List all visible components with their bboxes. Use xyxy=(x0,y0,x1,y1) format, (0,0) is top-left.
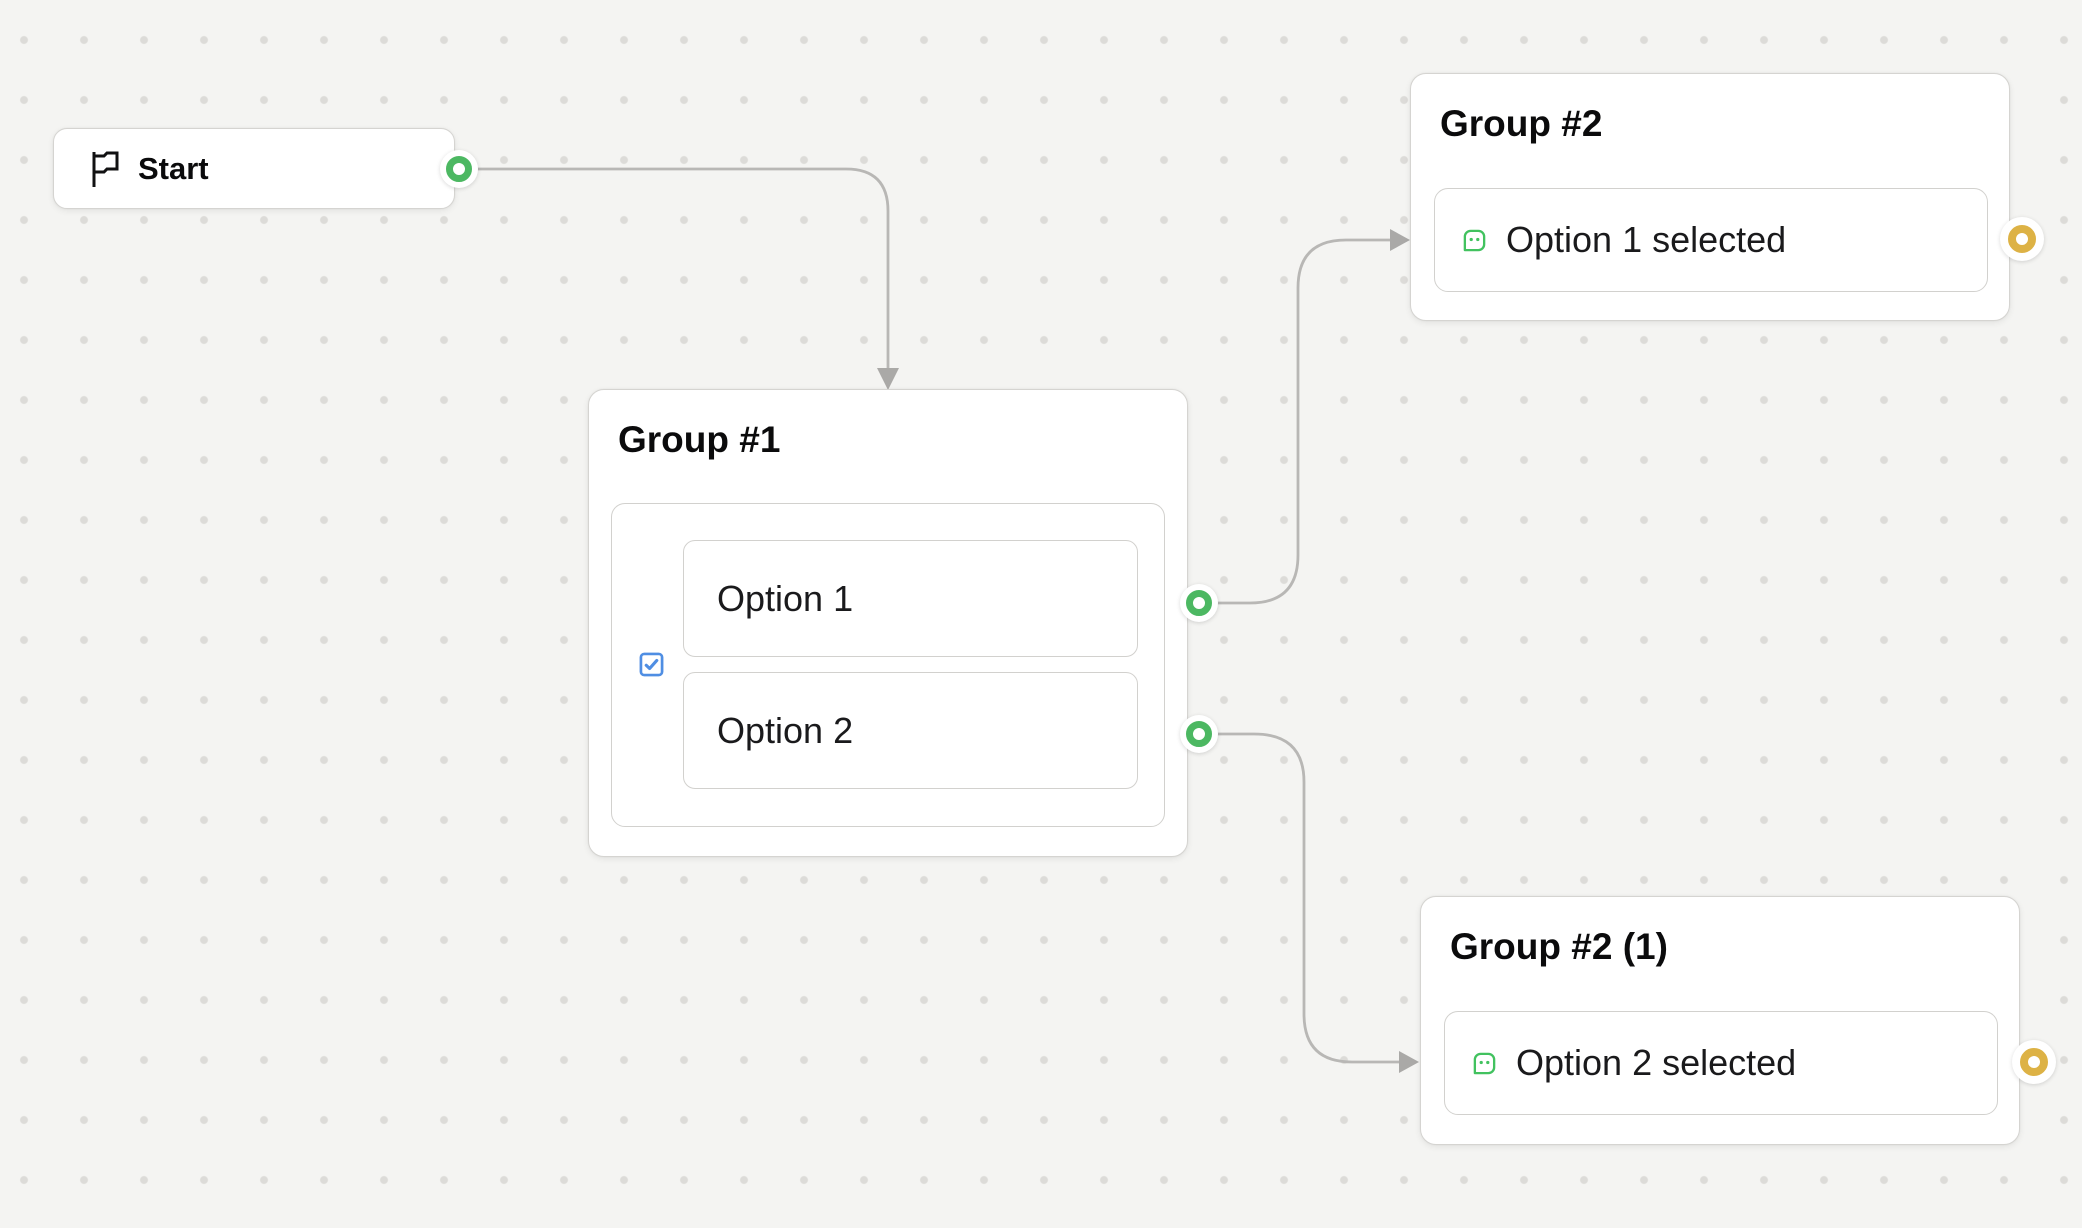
bot-message-icon xyxy=(1471,1050,1498,1077)
option-1-box[interactable]: Option 1 xyxy=(683,540,1138,657)
handle-ring xyxy=(2008,225,2036,253)
start-source-handle[interactable] xyxy=(440,150,478,188)
group-1-title: Group #1 xyxy=(618,419,781,460)
group-2-row-label: Option 1 selected xyxy=(1506,219,1787,260)
node-start[interactable]: Start xyxy=(53,128,455,209)
group-2-message-row[interactable]: Option 1 selected xyxy=(1434,188,1988,292)
option-2-box[interactable]: Option 2 xyxy=(683,672,1138,789)
option-2-label: Option 2 xyxy=(717,709,854,751)
group-2-title: Group #2 xyxy=(1440,103,1603,144)
handle-ring xyxy=(2020,1048,2048,1076)
edge-option1-to-group2[interactable] xyxy=(1199,238,1390,605)
checked-checkbox-icon[interactable] xyxy=(639,652,664,677)
group-2-1-source-handle[interactable] xyxy=(2012,1040,2056,1084)
edge-option2-to-group2-1[interactable] xyxy=(1199,732,1399,1064)
node-group-1[interactable]: Group #1 Option 1 Option 2 xyxy=(588,389,1188,857)
arrowhead-into-group2-1 xyxy=(1399,1051,1419,1073)
node-group-2[interactable]: Group #2 Option 1 selected xyxy=(1410,73,2010,321)
group-2-1-row-label: Option 2 selected xyxy=(1516,1042,1797,1083)
node-group-2-1[interactable]: Group #2 (1) Option 2 selected xyxy=(1420,896,2020,1145)
handle-ring xyxy=(1186,721,1212,747)
group-2-1-title: Group #2 (1) xyxy=(1450,926,1668,967)
group-2-source-handle[interactable] xyxy=(2000,217,2044,261)
handle-ring xyxy=(1186,590,1212,616)
option-1-source-handle[interactable] xyxy=(1180,584,1218,622)
start-node-label: Start xyxy=(138,150,209,186)
group-2-1-message-row[interactable]: Option 2 selected xyxy=(1444,1011,1998,1115)
group-1-options-container: Option 1 Option 2 xyxy=(611,503,1165,827)
arrowhead-into-group1 xyxy=(877,368,899,390)
bot-message-icon xyxy=(1461,227,1488,254)
arrowhead-into-group2 xyxy=(1390,229,1410,251)
edge-start-to-group1[interactable] xyxy=(461,167,890,368)
handle-ring xyxy=(446,156,472,182)
flag-icon xyxy=(87,149,121,189)
option-2-source-handle[interactable] xyxy=(1180,715,1218,753)
option-1-label: Option 1 xyxy=(717,577,854,619)
